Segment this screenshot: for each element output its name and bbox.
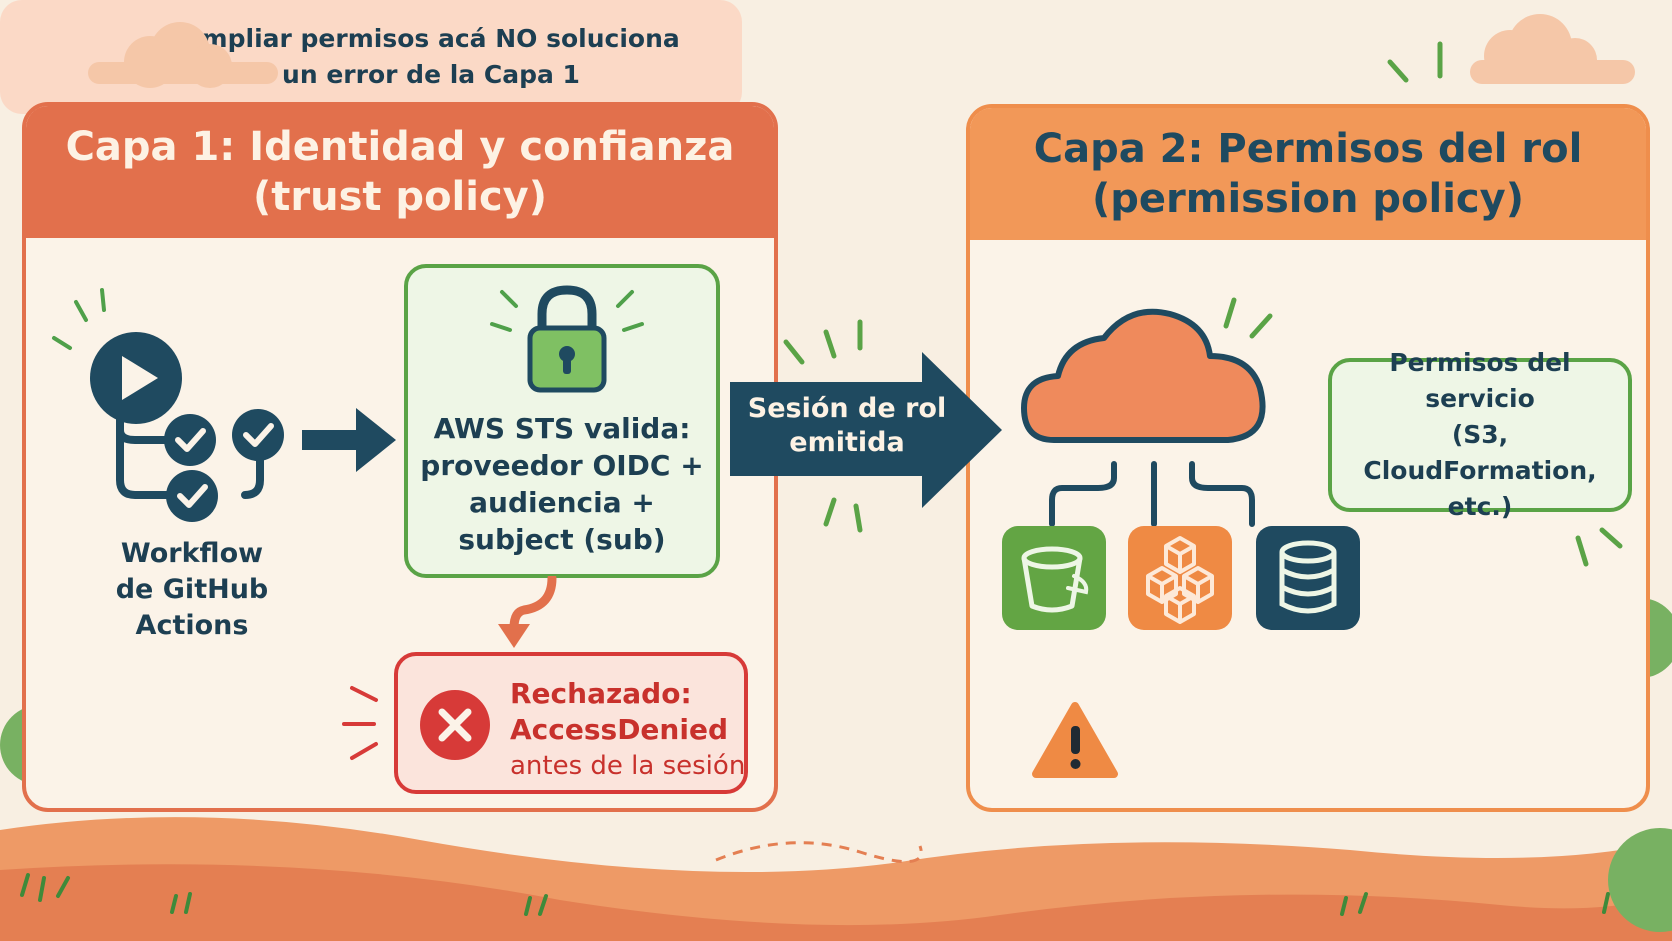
s3-bucket-tile <box>1002 526 1106 630</box>
sts-validation-box: AWS STS valida: proveedor OIDC + audienc… <box>404 264 720 578</box>
reject-line1: Rechazado: <box>510 677 692 710</box>
hill-front <box>0 864 1672 941</box>
workflow-sparkle <box>52 288 106 350</box>
check-icon <box>164 414 216 466</box>
session-label-line1: Sesión de rol <box>747 393 947 424</box>
sparkle-top-right <box>1387 41 1443 83</box>
perm-line3: etc.) <box>1447 492 1513 521</box>
sts-line2: proveedor OIDC + <box>420 449 704 482</box>
database-tile <box>1256 526 1360 630</box>
layer2-title: Capa 2: Permisos del rol <box>1033 126 1583 172</box>
warn-line1: Ampliar permisos acá NO soluciona <box>182 24 680 53</box>
warn-line2: un error de la Capa 1 <box>282 60 580 89</box>
layer1-title: Capa 1: Identidad y confianza <box>65 124 735 170</box>
workflow-icon <box>52 288 284 522</box>
workflow-label-line2: de GitHub Actions <box>115 574 269 641</box>
check-icon <box>166 470 218 522</box>
x-icon <box>420 690 490 760</box>
session-label: Sesión de rol emitida <box>742 392 952 460</box>
lock-icon <box>490 285 644 393</box>
dashed-trail <box>715 841 923 864</box>
layer1-subtitle: (trust policy) <box>252 174 548 220</box>
reject-line2: AccessDenied <box>510 713 728 746</box>
sts-line1: AWS STS valida: <box>433 412 691 445</box>
layer2-subtitle: (permission policy) <box>1092 176 1524 222</box>
rejected-box: Rechazado: AccessDenied antes de la sesi… <box>394 652 748 794</box>
reject-sparkle <box>342 686 378 760</box>
database-icon <box>1279 540 1337 614</box>
cloud-decoration-right <box>1470 14 1635 84</box>
workflow-label: Workflow de GitHub Actions <box>62 536 322 644</box>
cloudformation-tile <box>1128 526 1232 630</box>
warning-icon <box>1032 702 1118 778</box>
session-arrow <box>730 319 1002 533</box>
warning-box: Ampliar permisos acá NO soluciona un err… <box>0 0 742 114</box>
sts-validation-text: AWS STS valida: proveedor OIDC + audienc… <box>408 410 716 558</box>
layer2-header: Capa 2: Permisos del rol (permission pol… <box>970 108 1646 240</box>
arrow-to-reject <box>498 576 557 648</box>
reject-line3: antes de la sesión <box>510 751 746 781</box>
session-label-line2: emitida <box>789 427 905 458</box>
service-permissions-box: Permisos del servicio (S3, CloudFormatio… <box>1328 348 1632 521</box>
sts-line3: audiencia + <box>469 486 655 519</box>
check-icon <box>232 409 284 461</box>
perm-sparkle <box>1575 527 1623 567</box>
workflow-label-line1: Workflow <box>120 538 264 569</box>
cloud-icon <box>1021 297 1273 527</box>
cloud-decoration-left <box>88 22 278 88</box>
layer1-header: Capa 1: Identidad y confianza (trust pol… <box>26 106 774 238</box>
perm-line2: (S3, CloudFormation, <box>1363 420 1597 485</box>
sts-line4: subject (sub) <box>458 523 666 556</box>
perm-line1: Permisos del servicio <box>1389 348 1571 413</box>
bucket-icon <box>1021 546 1089 613</box>
cubes-icon <box>1146 536 1214 624</box>
arrow-workflow-to-sts <box>302 408 396 472</box>
play-icon <box>90 332 182 424</box>
